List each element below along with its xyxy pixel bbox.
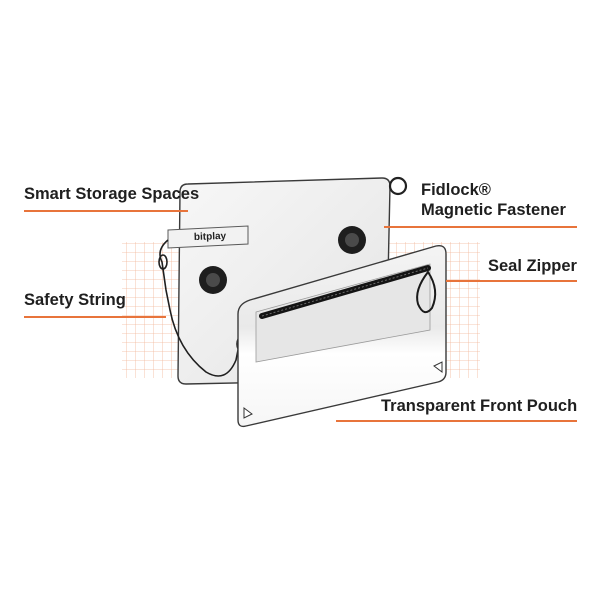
smart-storage-underline <box>24 210 188 212</box>
front-pouch-underline <box>336 420 577 422</box>
brand-logo: bitplay <box>194 231 227 243</box>
fidlock-label-line2: Magnetic Fastener <box>421 201 566 219</box>
smart-storage-label: Smart Storage Spaces <box>24 185 200 203</box>
ring-icon <box>388 176 408 196</box>
front-pouch <box>237 244 447 428</box>
safety-string-label: Safety String <box>24 291 126 309</box>
seal-zipper-label: Seal Zipper <box>488 257 577 275</box>
fidlock-underline <box>384 226 577 228</box>
safety-string-underline <box>24 316 166 318</box>
front-pouch-label: Transparent Front Pouch <box>381 397 578 415</box>
magnet-fastener-icon <box>199 226 366 294</box>
seal-zipper-underline <box>446 280 577 282</box>
fidlock-label-line1: Fidlock® <box>421 181 491 199</box>
